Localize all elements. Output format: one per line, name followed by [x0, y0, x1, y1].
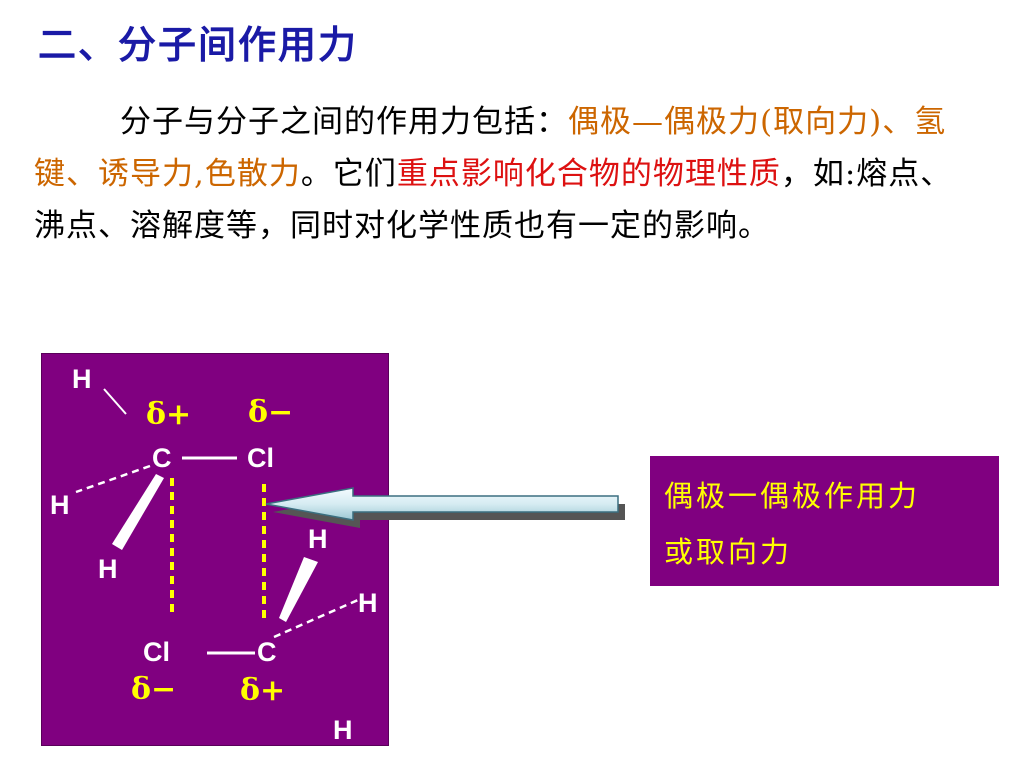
label-line-1: 偶极一偶极作用力: [664, 479, 921, 513]
molecule-diagram: H C Cl H H H H Cl C H δ+ δ− δ− δ+: [50, 364, 378, 745]
atom-h-bottom: H: [333, 715, 353, 745]
atom-c-bottom: C: [257, 637, 277, 667]
atom-h-right-upper: H: [308, 524, 328, 554]
charge-delta-minus-top: δ−: [248, 395, 293, 430]
paragraph-highlight-properties: 重点影响化合物的物理性质: [396, 156, 781, 192]
interaction-label-box: 偶极一偶极作用力 或取向力: [650, 456, 999, 586]
charge-delta-plus-bottom: δ+: [240, 673, 285, 708]
atom-cl-top: Cl: [247, 443, 274, 473]
page-title: 二、分子间作用力: [38, 22, 359, 67]
bond-c-h-wedge-left: [112, 474, 164, 550]
paragraph-highlight-forces: 偶极—偶极力(取向力)、氢键、诱导力,色散力: [34, 104, 947, 192]
label-line-2: 或取向力: [664, 535, 793, 569]
charge-delta-plus-top: δ+: [146, 397, 191, 432]
body-paragraph: 分子与分子之间的作用力包括：偶极—偶极力(取向力)、氢键、诱导力,色散力。它们重…: [34, 96, 979, 252]
bond-c-h-right-dashed: [273, 598, 359, 639]
bond-c-h-wedge-right: [279, 557, 318, 622]
atom-h-right: H: [358, 588, 378, 618]
paragraph-text-end: ，如:熔点、沸点、溶解度等，同时对化学性质也有一定的影响。: [34, 156, 953, 244]
atom-cl-bottom: Cl: [143, 637, 170, 667]
bond-c-h-left-dashed: [75, 464, 151, 494]
atom-h-left: H: [50, 490, 70, 520]
paragraph-text-intro: 分子与分子之间的作用力包括：: [120, 104, 568, 140]
molecule-diagram-panel: H C Cl H H H H Cl C H δ+ δ− δ− δ+: [41, 353, 389, 746]
bond-h-top-c: [103, 388, 127, 415]
paragraph-text-middle: 。它们: [300, 156, 397, 192]
atom-c-top: C: [152, 443, 172, 473]
atom-h-top: H: [72, 364, 92, 394]
atom-h-lower-left: H: [98, 554, 118, 584]
charge-delta-minus-bottom: δ−: [131, 672, 176, 707]
